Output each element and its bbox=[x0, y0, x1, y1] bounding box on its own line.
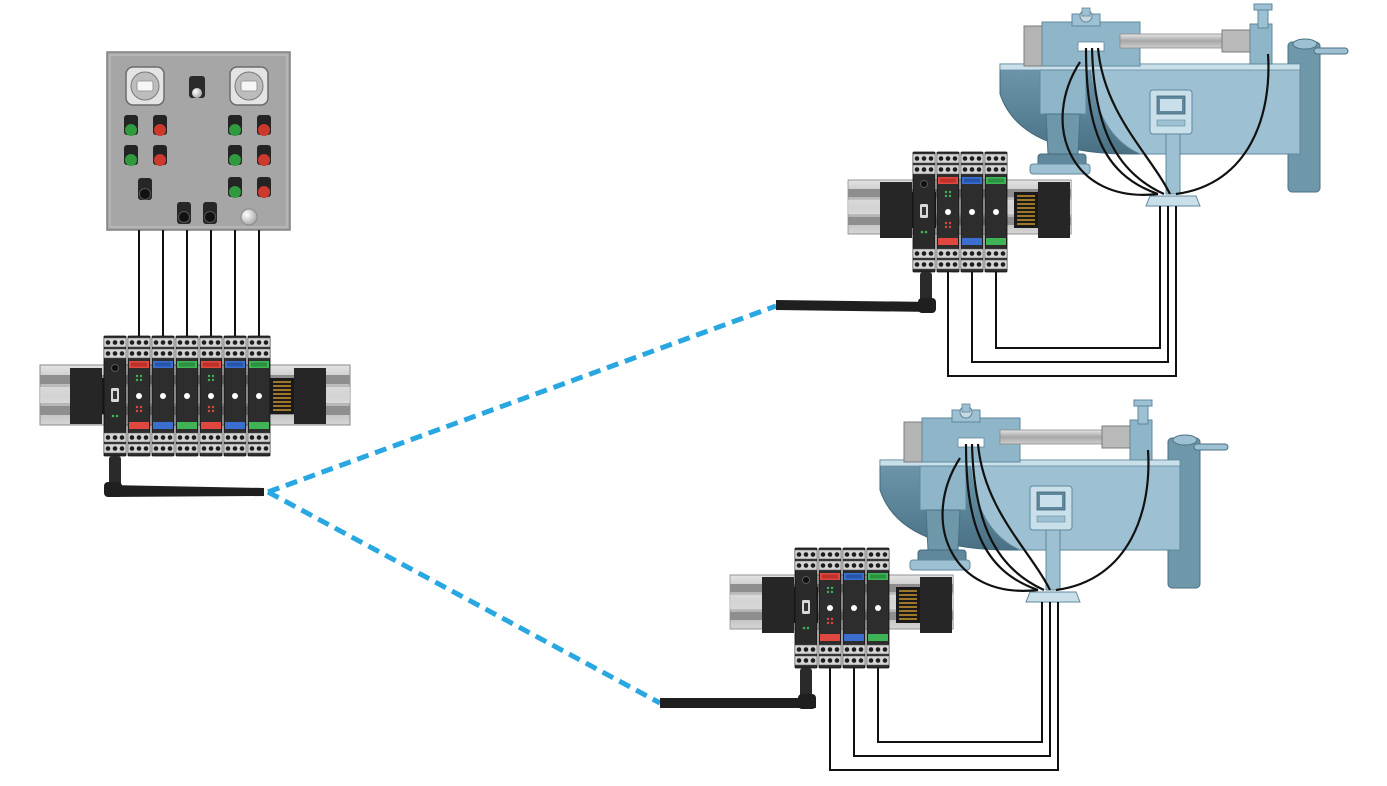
io-module-icon bbox=[937, 152, 959, 272]
indicator-light bbox=[124, 145, 138, 166]
base-station bbox=[39, 336, 351, 497]
antenna-icon bbox=[660, 668, 816, 709]
io-module-icon bbox=[867, 548, 889, 668]
remote-station-2 bbox=[660, 548, 954, 709]
indicator-light bbox=[228, 177, 242, 198]
tank-machine-icon bbox=[878, 398, 1230, 604]
io-module-icon bbox=[795, 548, 817, 668]
hardwired-connection bbox=[138, 230, 260, 340]
io-module-icon bbox=[152, 336, 174, 456]
hardwired-connection bbox=[947, 206, 1177, 377]
indicator-light bbox=[257, 145, 271, 166]
io-module-icon bbox=[248, 336, 270, 456]
io-module-icon bbox=[985, 152, 1007, 272]
antenna-icon bbox=[104, 456, 264, 497]
io-module-icon bbox=[819, 548, 841, 668]
io-module-icon bbox=[913, 152, 935, 272]
io-module-icon bbox=[176, 336, 198, 456]
io-module-icon bbox=[104, 336, 126, 456]
io-module-icon bbox=[128, 336, 150, 456]
wireless-link-icon bbox=[266, 303, 777, 706]
control-panel-icon bbox=[106, 51, 291, 231]
radio-link-to-station-2 bbox=[266, 489, 662, 706]
selector-switch bbox=[125, 66, 165, 106]
io-module-icon bbox=[961, 152, 983, 272]
remote-station-1 bbox=[776, 152, 1072, 313]
io-module-icon bbox=[224, 336, 246, 456]
tank-machine-icon bbox=[998, 2, 1350, 208]
indicator-light bbox=[257, 115, 271, 136]
indicator-light bbox=[153, 145, 167, 166]
antenna-icon bbox=[776, 272, 936, 313]
key-switch bbox=[138, 178, 152, 200]
selector-switch bbox=[229, 66, 269, 106]
indicator-light bbox=[124, 115, 138, 136]
radio-link-to-station-1 bbox=[267, 303, 777, 495]
key-switch bbox=[177, 202, 191, 224]
hardwired-connection bbox=[829, 602, 1059, 771]
pilot-light bbox=[189, 76, 205, 98]
indicator-light bbox=[153, 115, 167, 136]
pushbutton bbox=[240, 208, 258, 226]
indicator-light bbox=[257, 177, 271, 198]
io-module-icon bbox=[200, 336, 222, 456]
indicator-light bbox=[228, 115, 242, 136]
indicator-light bbox=[228, 145, 242, 166]
key-switch bbox=[203, 202, 217, 224]
io-module-icon bbox=[843, 548, 865, 668]
